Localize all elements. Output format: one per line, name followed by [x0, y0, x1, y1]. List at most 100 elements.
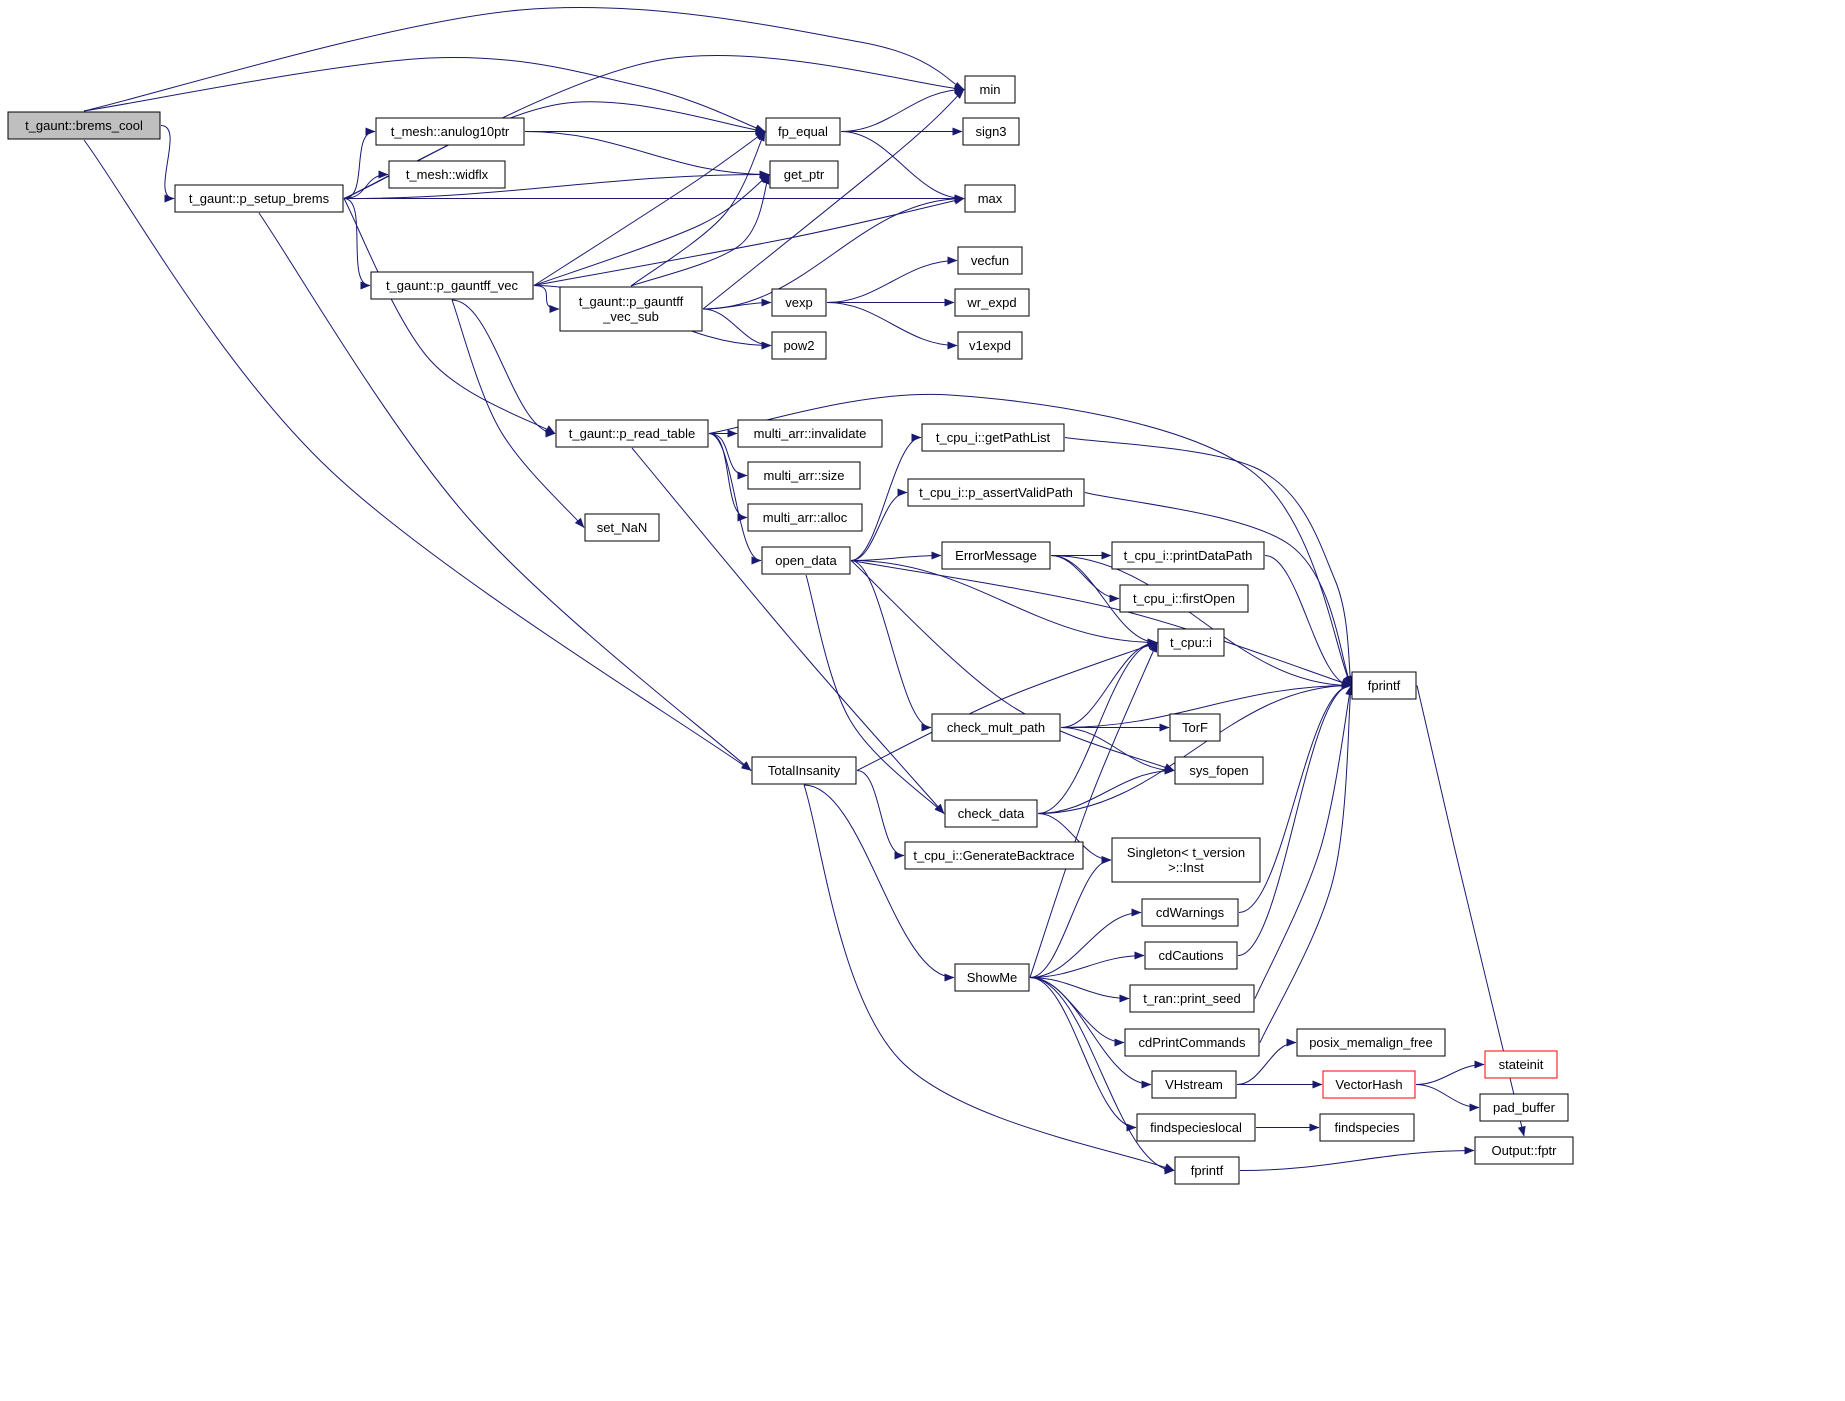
node-errormessage[interactable]: ErrorMessage — [941, 541, 1051, 570]
node-arr-alloc[interactable]: multi_arr::alloc — [747, 503, 863, 532]
node-assertvalidpath[interactable]: t_cpu_i::p_assertValidPath — [907, 478, 1085, 507]
node-posix-memalign-free[interactable]: posix_memalign_free — [1296, 1028, 1446, 1057]
node-vhstream[interactable]: VHstream — [1151, 1070, 1237, 1099]
node-box — [1174, 1156, 1240, 1185]
edge-p-gauntff-vec-sub--max — [702, 194, 965, 310]
node-pad-buffer[interactable]: pad_buffer — [1479, 1093, 1569, 1122]
node-box — [1296, 1028, 1446, 1057]
node-cdcautions[interactable]: cdCautions — [1144, 941, 1238, 970]
node-min[interactable]: min — [964, 75, 1016, 104]
node-label: check_data — [958, 806, 1025, 821]
node-p-gauntff-vec[interactable]: t_gaunt::p_gauntff_vec — [370, 271, 534, 300]
node-box — [771, 331, 827, 360]
node-sign3[interactable]: sign3 — [962, 117, 1020, 146]
node-box — [751, 756, 857, 785]
node-invalidate[interactable]: multi_arr::invalidate — [737, 419, 883, 448]
edge-totalinsanity--generatebacktrace — [856, 770, 905, 860]
edge-totalinsanity--cpu-i — [856, 642, 1158, 771]
node-vexp[interactable]: vexp — [771, 288, 827, 317]
edge-showme--vhstream — [1029, 977, 1152, 1089]
node-get-ptr[interactable]: get_ptr — [769, 160, 839, 189]
node-label: multi_arr::size — [764, 468, 845, 483]
node-singleton-inst[interactable]: Singleton< t_version>::Inst — [1111, 837, 1261, 883]
edge-open-data--assertvalidpath — [850, 488, 908, 561]
node-showme[interactable]: ShowMe — [954, 963, 1030, 992]
node-box — [1157, 628, 1225, 657]
node-brems-cool[interactable]: t_gaunt::brems_cool — [7, 111, 161, 140]
node-box — [954, 963, 1030, 992]
node-label: cdWarnings — [1156, 905, 1225, 920]
node-label: t_mesh::widflx — [406, 167, 489, 182]
node-p-read-table[interactable]: t_gaunt::p_read_table — [555, 419, 709, 448]
node-box — [1151, 1070, 1237, 1099]
node-fprintf-main[interactable]: fprintf — [1351, 671, 1417, 700]
node-box — [1479, 1093, 1569, 1122]
edge-showme--fprintf-b — [1029, 977, 1175, 1175]
node-getpathlist[interactable]: t_cpu_i::getPathList — [921, 423, 1065, 452]
node-arr-size[interactable]: multi_arr::size — [747, 461, 861, 490]
node-v1expd[interactable]: v1expd — [957, 331, 1023, 360]
edge-check-mult-path--cpu-i — [1060, 638, 1158, 728]
node-findspecieslocal[interactable]: findspecieslocal — [1136, 1113, 1256, 1142]
node-print-seed[interactable]: t_ran::print_seed — [1129, 984, 1255, 1013]
node-label: sys_fopen — [1189, 763, 1248, 778]
node-label: t_cpu::i — [1170, 635, 1212, 650]
node-printdatapath[interactable]: t_cpu_i::printDataPath — [1111, 541, 1265, 570]
node-widflx[interactable]: t_mesh::widflx — [388, 160, 506, 189]
edge-p-read-table--check-data — [631, 447, 945, 814]
node-max[interactable]: max — [964, 184, 1016, 213]
node-firstopen[interactable]: t_cpu_i::firstOpen — [1119, 584, 1249, 613]
node-totalinsanity[interactable]: TotalInsanity — [751, 756, 857, 785]
node-box — [962, 117, 1020, 146]
node-p-gauntff-vec-sub[interactable]: t_gaunt::p_gauntff_vec_sub — [559, 286, 703, 332]
node-p-setup-brems[interactable]: t_gaunt::p_setup_brems — [174, 184, 344, 213]
node-box — [559, 286, 703, 332]
node-stateinit[interactable]: stateinit — [1484, 1050, 1558, 1079]
node-output-fptr[interactable]: Output::fptr — [1474, 1136, 1574, 1165]
node-label: set_NaN — [597, 520, 648, 535]
node-sys-fopen[interactable]: sys_fopen — [1174, 756, 1264, 785]
edge-vectorhash--pad-buffer — [1415, 1084, 1480, 1112]
node-cdwarnings[interactable]: cdWarnings — [1141, 898, 1239, 927]
edge-cdprintcommands--fprintf-main — [1259, 685, 1355, 1043]
node-fp-equal[interactable]: fp_equal — [765, 117, 841, 146]
node-vectorhash[interactable]: VectorHash — [1322, 1070, 1416, 1099]
node-wr-expd[interactable]: wr_expd — [954, 288, 1030, 317]
node-box — [1129, 984, 1255, 1013]
edge-open-data--fprintf-main — [850, 560, 1352, 687]
node-pow2[interactable]: pow2 — [771, 331, 827, 360]
node-torf[interactable]: TorF — [1169, 713, 1221, 742]
node-box — [1141, 898, 1239, 927]
edge-p-setup-brems--widflx — [343, 170, 389, 199]
edge-check-data--cpu-i — [1037, 638, 1158, 814]
edge-fp-equal--max — [840, 131, 965, 203]
edge-fprintf-b--output-fptr — [1239, 1146, 1475, 1171]
edge-showme--singleton-inst — [1029, 856, 1112, 978]
node-box — [1322, 1070, 1416, 1099]
node-label: t_mesh::anulog10ptr — [391, 124, 510, 139]
edge-p-gauntff-vec-sub--fp-equal — [630, 131, 766, 287]
node-check-mult-path[interactable]: check_mult_path — [931, 713, 1061, 742]
node-label: Output::fptr — [1491, 1143, 1557, 1158]
node-fprintf-b[interactable]: fprintf — [1174, 1156, 1240, 1185]
node-box — [737, 419, 883, 448]
edge-p-read-table--fprintf-main — [708, 393, 1352, 686]
node-box — [1484, 1050, 1558, 1079]
node-box — [584, 513, 660, 542]
node-set-nan[interactable]: set_NaN — [584, 513, 660, 542]
node-generatebacktrace[interactable]: t_cpu_i::GenerateBacktrace — [904, 841, 1084, 870]
node-anulog10ptr[interactable]: t_mesh::anulog10ptr — [375, 117, 525, 146]
node-box — [1119, 584, 1249, 613]
node-findspecies[interactable]: findspecies — [1319, 1113, 1415, 1142]
node-label: get_ptr — [784, 167, 825, 182]
node-cpu-i[interactable]: t_cpu::i — [1157, 628, 1225, 657]
edge-vexp--v1expd — [826, 302, 958, 350]
node-label: TorF — [1182, 720, 1208, 735]
node-cdprintcommands[interactable]: cdPrintCommands — [1124, 1028, 1260, 1057]
node-check-data[interactable]: check_data — [944, 799, 1038, 828]
edge-brems-cool--p-setup-brems — [160, 125, 175, 203]
node-vecfun[interactable]: vecfun — [957, 246, 1023, 275]
node-open-data[interactable]: open_data — [761, 546, 851, 575]
edge-brems-cool--totalinsanity — [83, 139, 752, 771]
